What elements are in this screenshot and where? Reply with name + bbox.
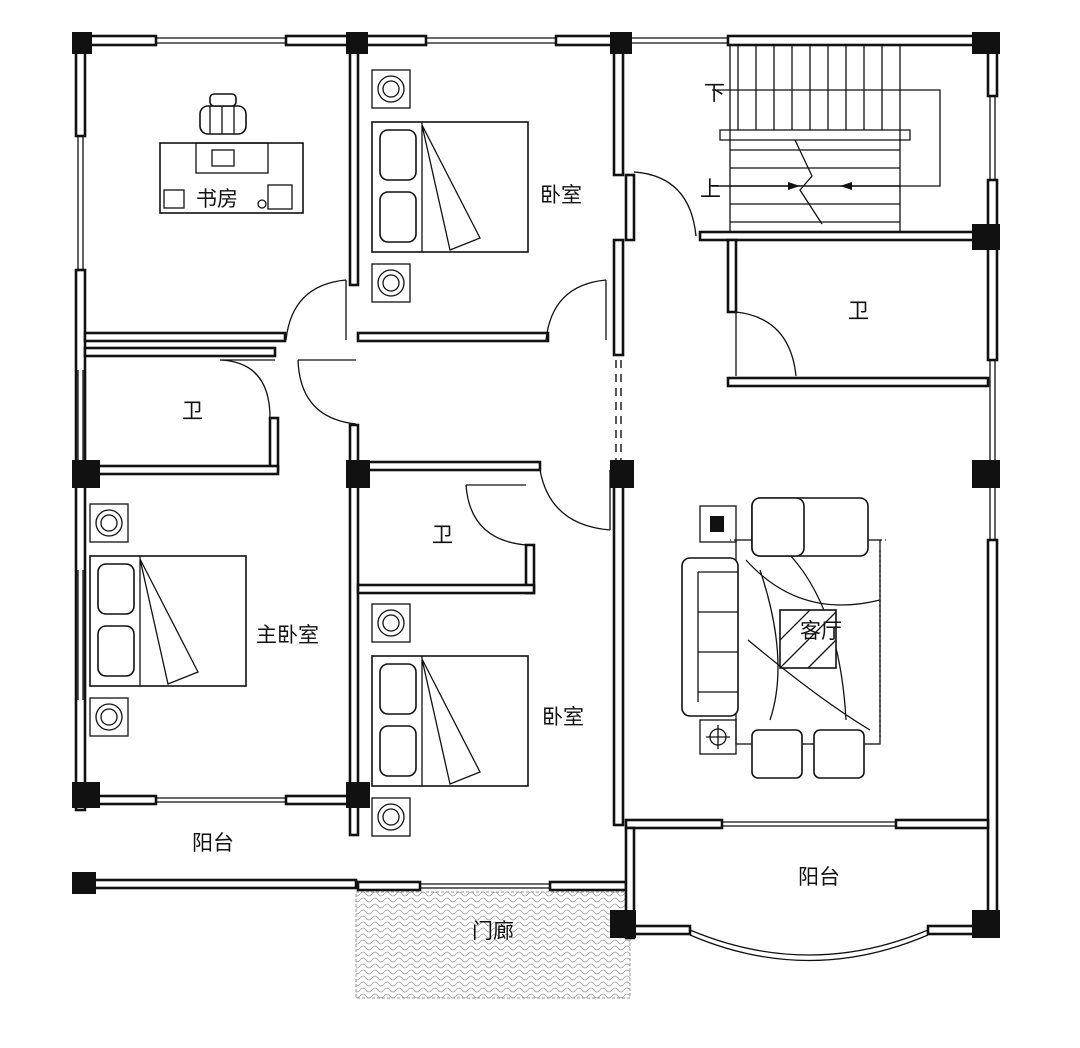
living-room-furniture: 客厅 xyxy=(681,497,886,779)
stair-down-label: 下 xyxy=(704,81,725,105)
room-label-bath-center: 卫 xyxy=(432,523,453,547)
room-label-bath-stair: 卫 xyxy=(848,299,869,323)
room-label-balcony-east: 阳台 xyxy=(798,865,840,889)
room-label-porch: 门廊 xyxy=(472,919,514,943)
lamp-icon xyxy=(699,719,737,755)
columns xyxy=(72,32,1000,938)
bed-master: 主卧室 xyxy=(89,503,319,737)
nightstand-lamp-icon xyxy=(89,503,129,737)
phone-icon xyxy=(699,505,737,543)
room-label-living-room: 客厅 xyxy=(800,619,842,643)
stair-up-label: 上 xyxy=(700,177,721,201)
room-label-bedroom-north: 卧室 xyxy=(540,183,582,207)
room-label-bedroom-south: 卧室 xyxy=(542,705,584,729)
room-label-master-bedroom: 主卧室 xyxy=(256,623,319,647)
bed-south: 卧室 xyxy=(371,603,584,837)
room-label-study: 书房 xyxy=(196,187,238,211)
bed-north: 卧室 xyxy=(371,69,582,303)
room-label-balcony-west: 阳台 xyxy=(192,831,234,855)
nightstand-lamp-icon xyxy=(371,69,411,303)
staircase: 下 上 xyxy=(700,45,941,232)
porch-area xyxy=(355,891,631,999)
office-chair-icon xyxy=(199,93,247,135)
study-furniture: 书房 xyxy=(159,93,304,214)
doors xyxy=(219,171,797,546)
nightstand-lamp-icon xyxy=(371,603,411,837)
room-label-bath-west: 卫 xyxy=(182,399,203,423)
